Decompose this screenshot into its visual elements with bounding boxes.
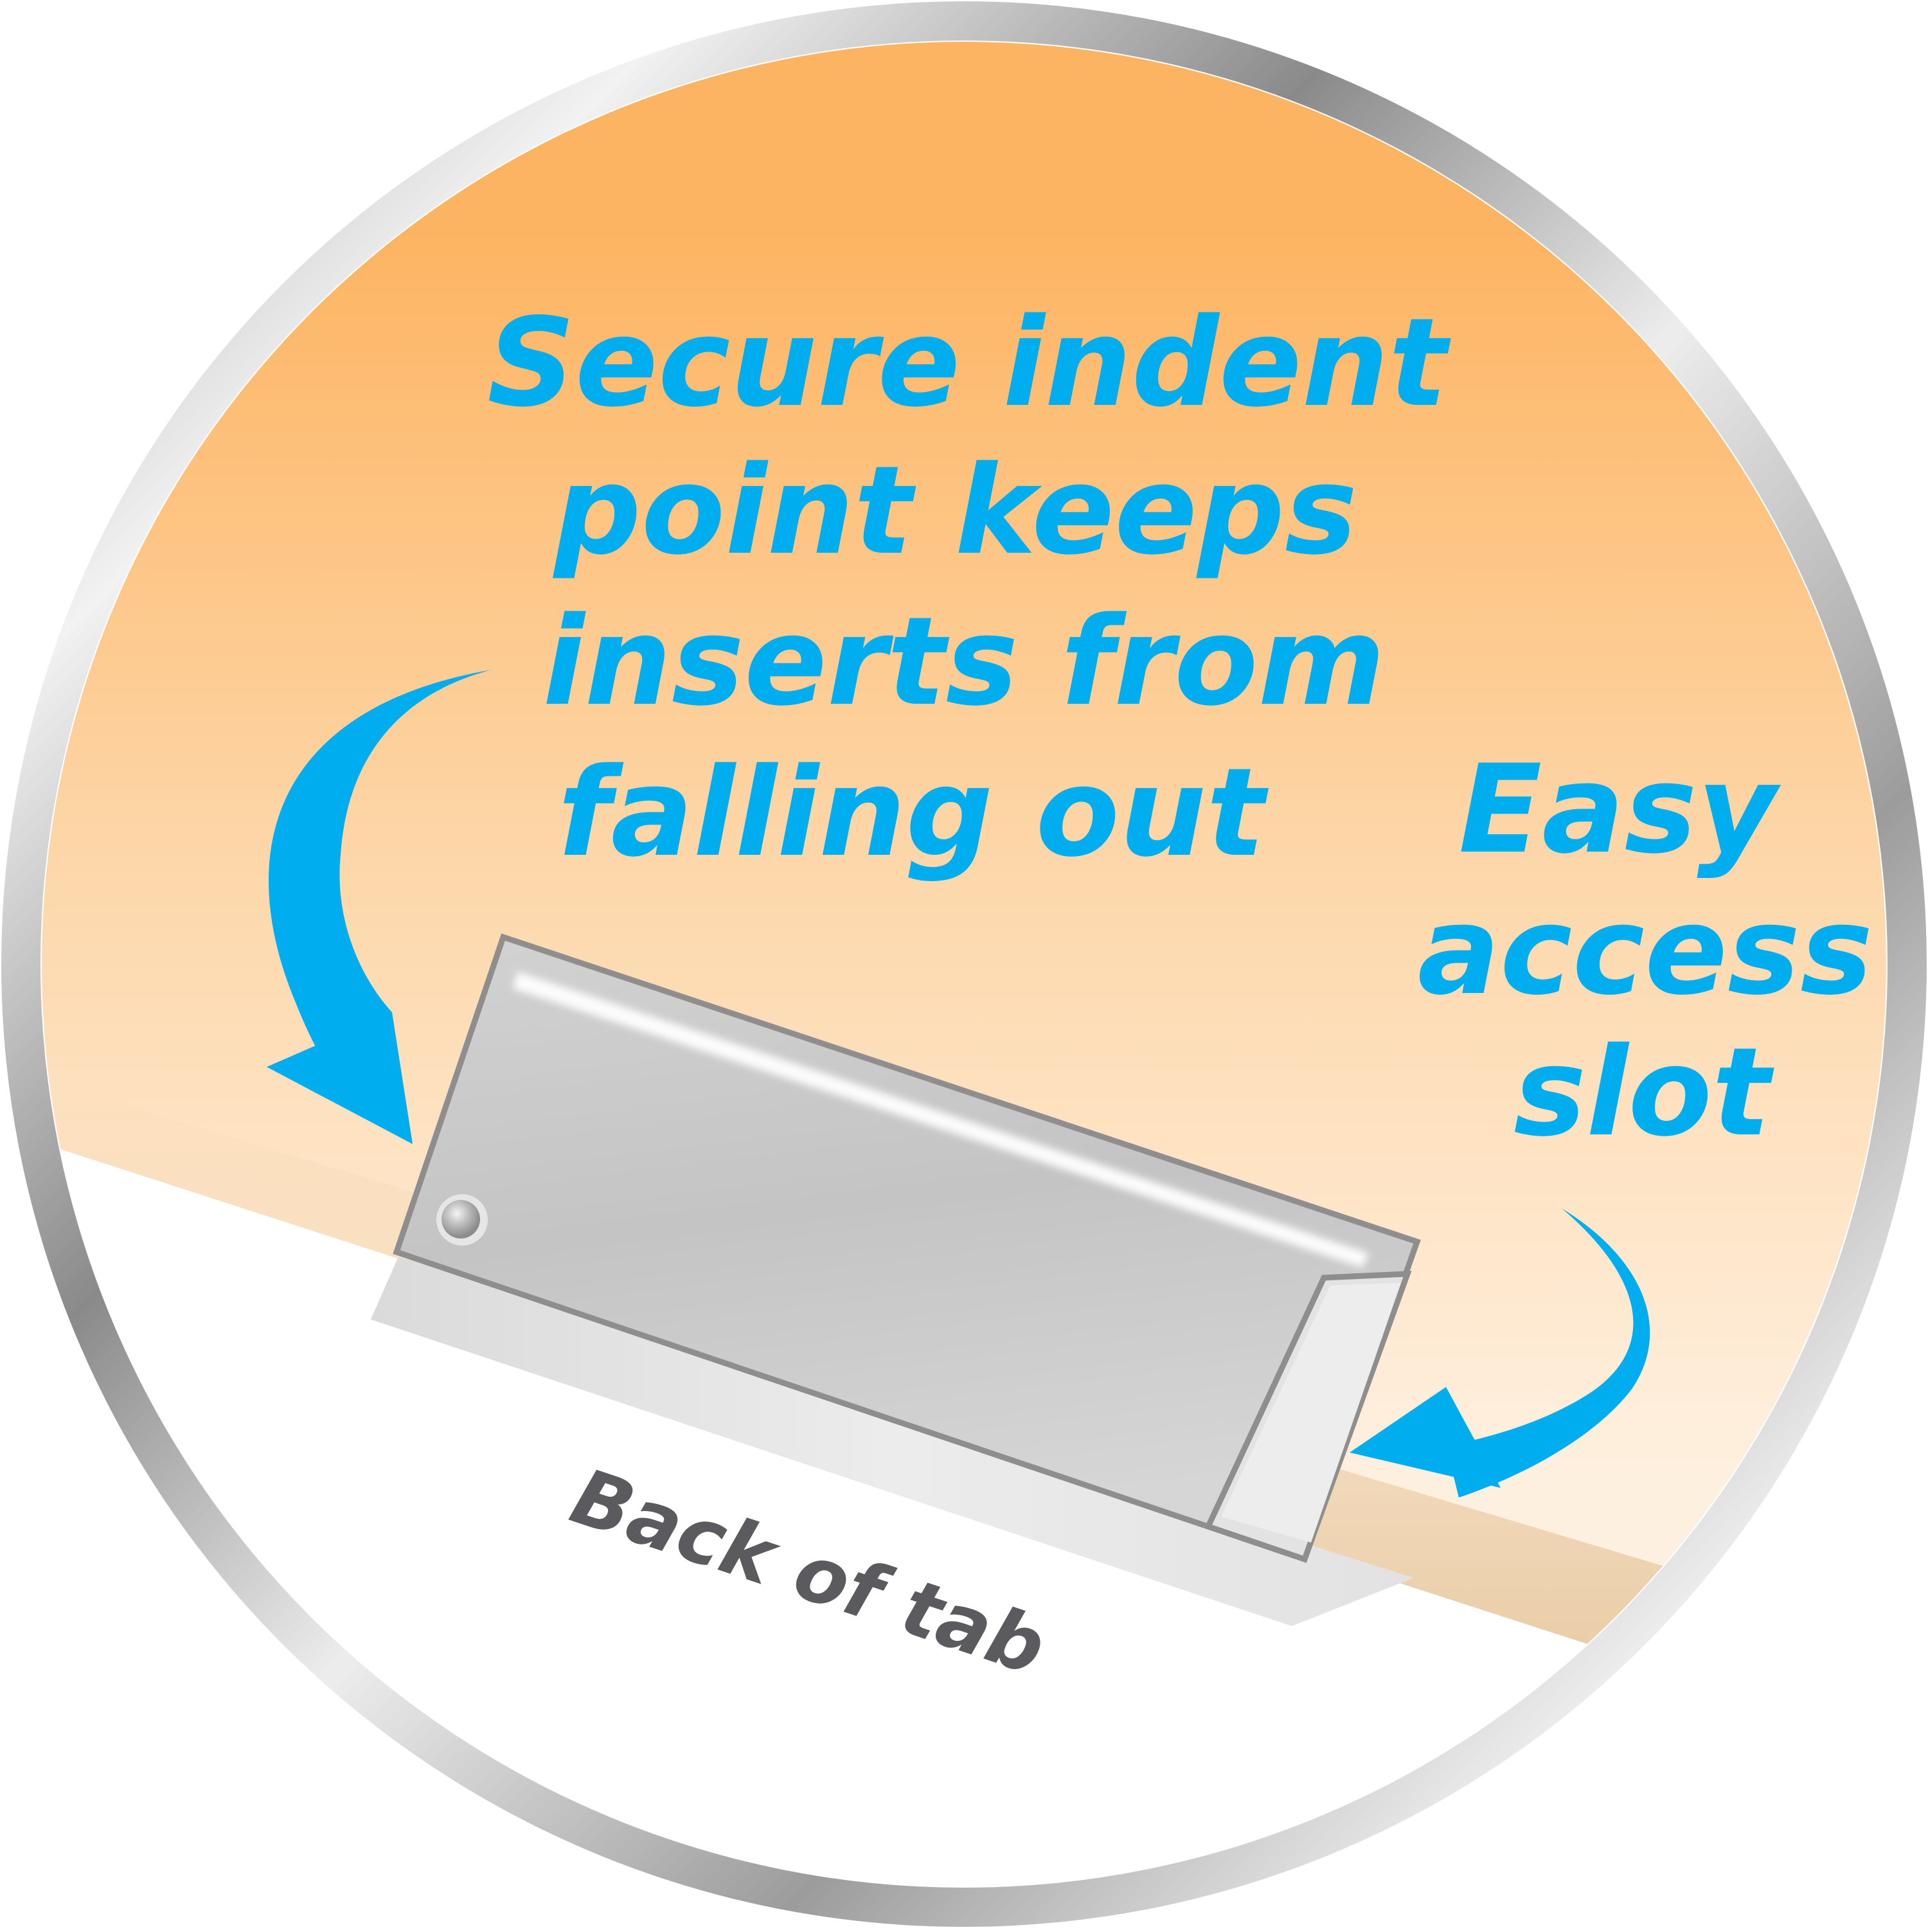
curved-arrow-down-icon bbox=[267, 670, 492, 1144]
callout-slot-line-2: access bbox=[1418, 880, 1873, 1022]
curved-arrow-left-icon bbox=[1350, 1208, 1650, 1498]
callout-slot-line-1: Easy bbox=[1459, 738, 1781, 881]
callout-indent-line-4: falling out bbox=[558, 742, 1269, 884]
callout-indent-line-1: Secure indent bbox=[487, 292, 1451, 434]
tab-base bbox=[371, 1257, 1414, 1626]
tab-highlight bbox=[513, 972, 1369, 1267]
callout-slot: Easy access slot bbox=[1418, 738, 1873, 1163]
callout-indent-line-3: inserts from bbox=[543, 591, 1386, 733]
callout-indent-line-2: point keeps bbox=[553, 440, 1357, 582]
indent-point bbox=[442, 1200, 480, 1239]
callout-slot-line-3: slot bbox=[1513, 1021, 1774, 1163]
access-slot-inner bbox=[1221, 1283, 1401, 1543]
callout-indent: Secure indent point keeps inserts from f… bbox=[487, 292, 1451, 884]
